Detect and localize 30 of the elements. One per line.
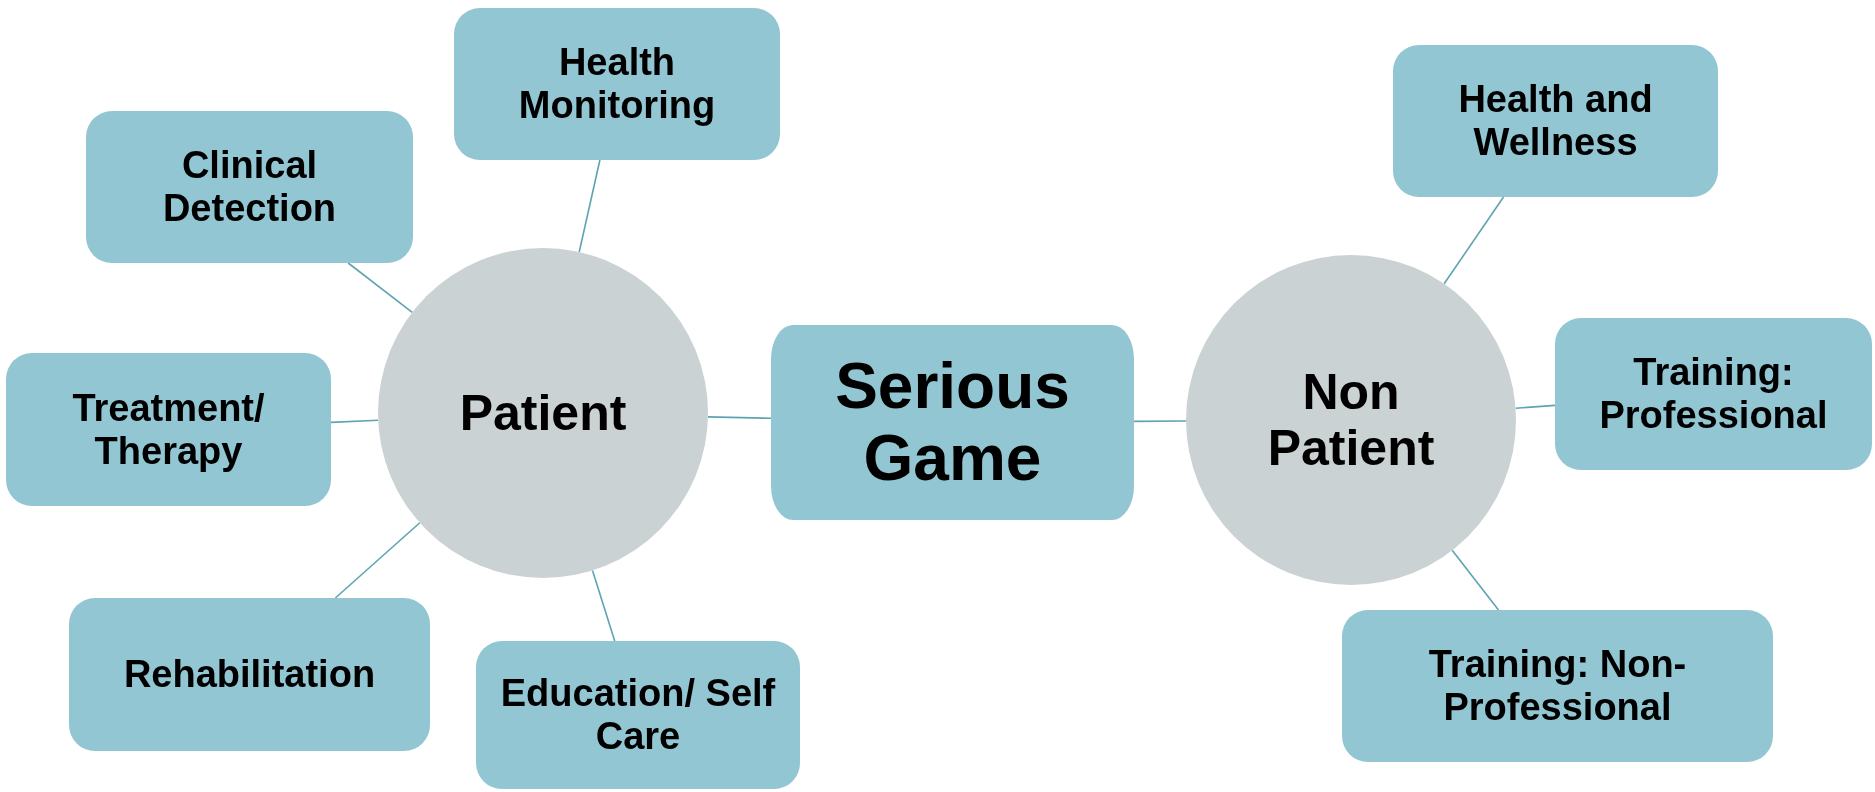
node-label: Non Patient [1266, 364, 1436, 476]
topic-box [1393, 45, 1718, 197]
connector-line [1133, 420, 1187, 423]
connector-line [347, 262, 414, 314]
topic-box [6, 353, 331, 506]
connector-line [330, 419, 379, 424]
connector-line [578, 159, 601, 253]
node-label: Health and Wellness [1457, 78, 1654, 164]
topic-box [69, 598, 430, 751]
connector-line [1451, 549, 1500, 611]
topic-box [1342, 610, 1773, 762]
node-label: Health Monitoring [517, 41, 717, 127]
node-label: Training: Non-Professional [1427, 643, 1688, 729]
central-box [771, 325, 1134, 520]
node-label: Training: Professional [1598, 351, 1829, 437]
connector-line [334, 521, 421, 599]
node-label: Treatment/ Therapy [71, 386, 266, 473]
node-label: Rehabilitation [123, 653, 376, 696]
title-text: Serious Game [834, 350, 1071, 495]
connector-line [591, 569, 616, 642]
topic-box [1555, 318, 1872, 470]
topic-box [454, 8, 780, 160]
connector-line [1514, 404, 1556, 409]
topic-box [476, 641, 800, 789]
connector-line [707, 416, 772, 420]
node-label: Patient [459, 385, 627, 441]
topic-box [86, 111, 413, 263]
node-label: Education/ Self Care [499, 672, 777, 758]
node-label: Clinical Detection [161, 144, 338, 230]
connector-line [1443, 196, 1505, 285]
